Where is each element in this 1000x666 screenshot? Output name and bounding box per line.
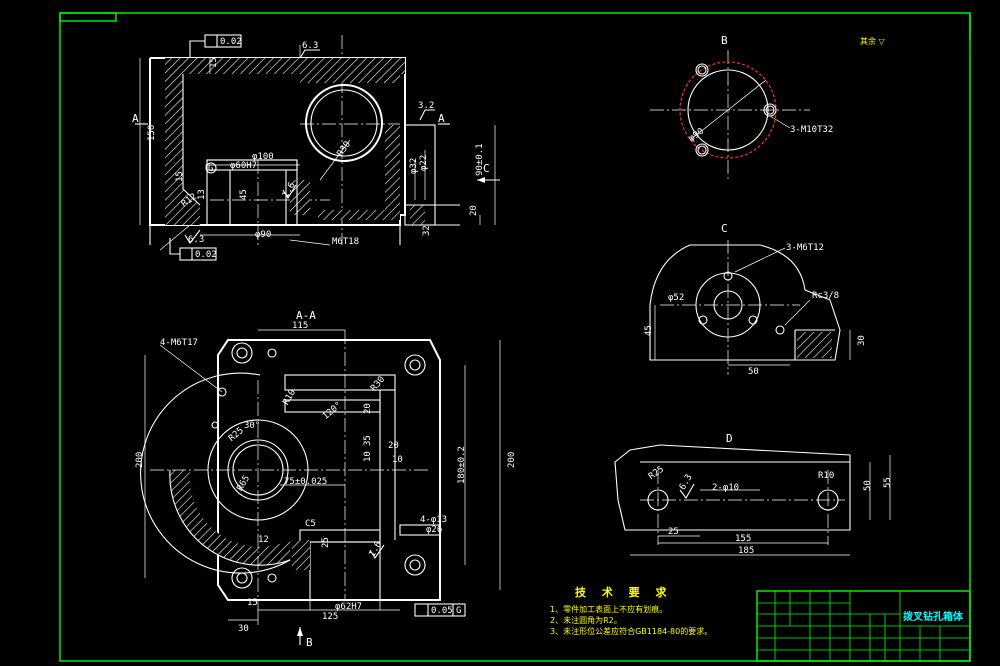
drawing-frame bbox=[59, 12, 971, 662]
sec-d25: 25 bbox=[321, 537, 331, 548]
rough-1: 6.3 bbox=[302, 41, 318, 51]
sec-d20a: 20 bbox=[363, 403, 373, 414]
view-c-holes: 3-M6T12 bbox=[786, 243, 824, 253]
sec-d15: 15 bbox=[247, 598, 258, 608]
tech-req-title: 技 术 要 求 bbox=[575, 585, 673, 599]
sec-d115: 115 bbox=[292, 321, 308, 331]
view-c-d45: 45 bbox=[644, 325, 654, 336]
sec-tol: 0.05 bbox=[431, 606, 453, 616]
sec-d35: 35 bbox=[363, 435, 373, 446]
view-c-rc: Rc3/8 bbox=[812, 291, 839, 301]
tech-req-item-2: 2、未注圆角为R2。 bbox=[550, 615, 622, 625]
sec-phi26: φ26 bbox=[426, 525, 442, 535]
sec-d75: 75±0.025 bbox=[284, 477, 327, 487]
technical-requirements: 技 术 要 求 1、零件加工表面上不应有划痕。 2、未注圆角为R2。 3、未注形… bbox=[550, 585, 712, 636]
section-a-a-view: A-A bbox=[135, 309, 517, 649]
view-c: C 3-M6T12 Rc3/8 φ52 45 50 30 bbox=[644, 222, 867, 377]
dim-32: φ32 bbox=[409, 158, 419, 174]
sec-d20b: 20 bbox=[388, 441, 399, 451]
sec-tol-ref: G bbox=[456, 606, 461, 616]
view-d: D R25 6.3 2-φ10 R10 50 55 25 155 185 bbox=[614, 432, 893, 556]
view-d-d155: 155 bbox=[735, 534, 751, 544]
sec-r30: R30 bbox=[369, 375, 387, 394]
sec-d200l: 200 bbox=[135, 452, 145, 468]
view-b: B φ90 3-M10T32 bbox=[650, 34, 833, 180]
section-label: A-A bbox=[296, 309, 316, 322]
tol-top: 0.02 bbox=[220, 37, 242, 47]
sec-d12: 12 bbox=[258, 535, 269, 545]
tech-req-item-3: 3、未注形位公差应符合GB1184-80的要求。 bbox=[550, 626, 712, 636]
roughness-note: 其余 ▽ bbox=[860, 36, 886, 46]
tech-req-item-1: 1、零件加工表面上不应有划痕。 bbox=[550, 604, 667, 614]
dim-22: φ22 bbox=[419, 155, 429, 171]
view-d-d55: 55 bbox=[883, 477, 893, 488]
dim-32b: 32 bbox=[422, 225, 432, 236]
view-d-rough: 6.3 bbox=[678, 473, 695, 492]
sec-phi62: φ62H7 bbox=[335, 602, 362, 612]
view-c-label: C bbox=[721, 222, 728, 235]
view-d-d25: 25 bbox=[668, 527, 679, 537]
thread-m6: M6T18 bbox=[332, 237, 359, 247]
sec-d125: 125 bbox=[322, 612, 338, 622]
dim-20: 20 bbox=[469, 205, 479, 216]
view-d-d50: 50 bbox=[863, 480, 873, 491]
dim-60h7: φ60H7 bbox=[230, 161, 257, 171]
sec-d30: 30 bbox=[238, 624, 249, 634]
sec-rough: 1.6 bbox=[367, 540, 384, 559]
dim-15b: 15 bbox=[175, 171, 185, 182]
label-g: G bbox=[208, 164, 213, 174]
sec-d180: 180±0.2 bbox=[457, 446, 467, 484]
sec-r65: R65 bbox=[235, 474, 252, 493]
sec-c5: C5 bbox=[305, 519, 316, 529]
view-arrow-b: B bbox=[306, 636, 313, 649]
view-d-d185: 185 bbox=[738, 546, 754, 556]
view-d-r10: R10 bbox=[818, 471, 834, 481]
top-section-view: 0.02 0.02 6.3 3.2 6.3 1.6 15 150 φ100 φ6… bbox=[132, 34, 500, 261]
dim-90b: 90±0.1 bbox=[475, 143, 485, 176]
sec-d200r: 200 bbox=[507, 452, 517, 468]
sec-r10: R10 bbox=[281, 388, 298, 407]
view-c-d30: 30 bbox=[857, 335, 867, 346]
view-arrow-c: C bbox=[483, 162, 490, 175]
sec-holes4: 4-φ13 bbox=[420, 515, 447, 525]
view-c-d50: 50 bbox=[748, 367, 759, 377]
view-d-r25: R25 bbox=[647, 465, 666, 483]
view-b-holes: 3-M10T32 bbox=[790, 125, 833, 135]
dim-150: 150 bbox=[147, 125, 157, 141]
sec-holes: 4-M6T17 bbox=[160, 338, 198, 348]
dim-100: φ100 bbox=[252, 152, 274, 162]
title-block: 拨叉钻孔箱体 bbox=[756, 590, 971, 662]
tol-bottom: 0.02 bbox=[195, 250, 217, 260]
dim-90: φ90 bbox=[255, 230, 271, 240]
section-arrow-a-left: A bbox=[132, 112, 139, 125]
part-name: 拨叉钻孔箱体 bbox=[903, 610, 964, 623]
sec-d10a: 10 bbox=[392, 455, 403, 465]
view-c-phi52: φ52 bbox=[668, 293, 684, 303]
rough-3: 6.3 bbox=[188, 235, 204, 245]
section-arrow-a-right: A bbox=[438, 112, 445, 125]
rough-2: 3.2 bbox=[418, 101, 434, 111]
sec-d10b: 10 bbox=[363, 451, 373, 462]
sec-a120: 120° bbox=[321, 400, 344, 422]
dim-45: 45 bbox=[239, 189, 249, 200]
dim-15: 15 bbox=[209, 57, 219, 68]
view-d-label: D bbox=[726, 432, 733, 445]
view-b-label: B bbox=[721, 34, 728, 47]
dim-13: 13 bbox=[197, 189, 207, 200]
view-d-holes: 2-φ10 bbox=[712, 483, 739, 493]
sec-a30: 30° bbox=[244, 421, 260, 431]
